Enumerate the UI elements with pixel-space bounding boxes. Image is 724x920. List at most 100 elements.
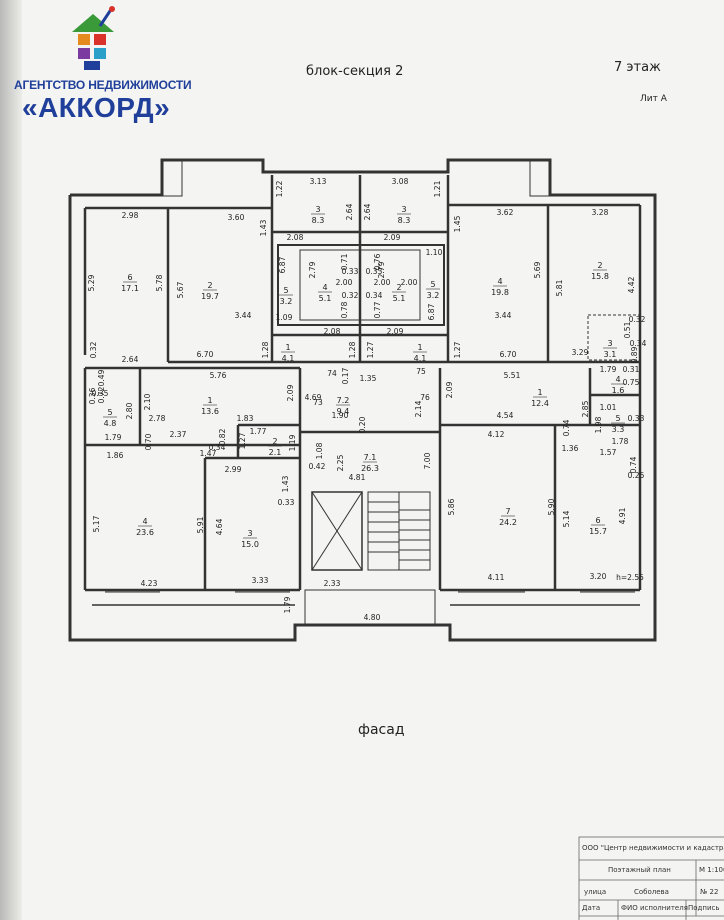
dimension-label: 0.33 <box>628 414 645 423</box>
room-area: 24.2 <box>499 518 517 527</box>
dimension-label: 0.32 <box>342 291 359 300</box>
dimension-label: 0.42 <box>309 462 326 471</box>
room-area: 8.3 <box>398 216 411 225</box>
dimension-label: 3.44 <box>495 311 512 320</box>
dimension-label: 0.20 <box>358 416 367 433</box>
room-area: 4.1 <box>282 354 295 363</box>
room-area: 23.6 <box>136 528 154 537</box>
dimension-label: 0.35 <box>92 389 109 398</box>
room-area: 15.8 <box>591 272 609 281</box>
room-area: 3.2 <box>427 291 440 300</box>
facade-label: фасад <box>358 722 405 738</box>
dimension-label: 5.81 <box>555 279 564 296</box>
dimension-label: 1.35 <box>360 374 377 383</box>
dimension-label: 0.25 <box>628 471 645 480</box>
room-area: 19.7 <box>201 292 219 301</box>
dimension-label: 5.14 <box>562 510 571 527</box>
dimension-label: 2.80 <box>125 402 134 419</box>
dimension-label: 75 <box>416 367 426 376</box>
dimension-label: 2.10 <box>143 393 152 410</box>
dimension-label: 2.64 <box>345 203 354 220</box>
dimension-label: 1.43 <box>281 475 290 492</box>
dimension-label: 1.27 <box>453 341 462 358</box>
dimension-label: 0.76 <box>373 253 382 270</box>
dimension-label: 0.34 <box>366 291 383 300</box>
dimension-label: 2.79 <box>308 261 317 278</box>
room-area: 3.3 <box>612 425 625 434</box>
dimension-label: 3.28 <box>592 208 609 217</box>
dimension-label: 5.69 <box>533 261 542 278</box>
logo-title: «АККОРД» <box>22 92 171 123</box>
dimension-label: 6.70 <box>500 350 517 359</box>
dimension-label: 1.27 <box>366 341 375 358</box>
dimension-label: 1.22 <box>275 180 284 197</box>
stamp-house: № 22 <box>700 888 719 896</box>
dimension-label: 4.42 <box>627 276 636 293</box>
room-area: 1.6 <box>612 386 625 395</box>
room-number: 5 <box>615 414 620 423</box>
lit-label: Лит А <box>640 94 667 104</box>
dimension-label: h=2.55 <box>616 573 644 582</box>
dimension-label: 1.28 <box>348 341 357 358</box>
room-number: 4 <box>497 277 502 286</box>
room-number: 7 <box>505 507 510 516</box>
room-area: 12.4 <box>531 399 549 408</box>
room-number: 3 <box>247 529 252 538</box>
dimension-label: 76 <box>420 393 430 402</box>
room-area: 4.1 <box>414 354 427 363</box>
dimension-label: 4.64 <box>215 518 224 535</box>
stamp-street: Соболева <box>634 888 669 896</box>
dimension-label: 1.19 <box>288 434 297 451</box>
dimension-label: 2.99 <box>225 465 242 474</box>
room-area: 5.1 <box>319 294 332 303</box>
room-number: 3 <box>315 205 320 214</box>
dimension-label: 0.32 <box>89 341 98 358</box>
dimension-label: 5.91 <box>196 516 205 533</box>
dimension-label: 1.36 <box>562 444 579 453</box>
logo-subtitle: АГЕНТСТВО НЕДВИЖИМОСТИ <box>14 78 192 92</box>
dimension-label: 1.27 <box>238 432 247 449</box>
room-number: 2 <box>207 281 212 290</box>
dimension-label: 2.64 <box>122 355 139 364</box>
stamp-scale: М 1:100 <box>699 866 724 874</box>
dimension-label: 5.51 <box>504 371 521 380</box>
room-area: 5.1 <box>393 294 406 303</box>
dimension-label: 2.33 <box>324 579 341 588</box>
dimension-label: 74 <box>327 369 337 378</box>
dimension-label: 2.79 <box>377 261 386 278</box>
room-number: 7.2 <box>337 396 350 405</box>
dimension-label: 3.62 <box>497 208 514 217</box>
dimension-label: 3.13 <box>310 177 327 186</box>
dimension-label: 2.09 <box>387 327 404 336</box>
dimension-label: 5.29 <box>87 274 96 291</box>
dimension-label: 0.33 <box>342 267 359 276</box>
dimension-label: 0.89 <box>630 346 639 363</box>
dimension-label: 1.79 <box>105 433 122 442</box>
room-area: 15.0 <box>241 540 259 549</box>
room-area: 9.4 <box>337 407 350 416</box>
dimension-label: 0.70 <box>144 433 153 450</box>
room-number: 2 <box>597 261 602 270</box>
room-area: 19.8 <box>491 288 509 297</box>
room-number: 4 <box>142 517 147 526</box>
dimension-label: 2.09 <box>286 384 295 401</box>
dimension-label: 5.78 <box>155 274 164 291</box>
dimension-label: 0.78 <box>340 301 349 318</box>
dimension-label: 0.33 <box>278 498 295 507</box>
dimension-label: 0.49 <box>97 369 106 386</box>
dimension-label: 2.00 <box>401 278 418 287</box>
agency-logo: АГЕНТСТВО НЕДВИЖИМОСТИ «АККОРД» <box>8 6 192 126</box>
dimension-label: 0.75 <box>623 378 640 387</box>
room-number: 3 <box>607 339 612 348</box>
dimension-label: 1.09 <box>276 313 293 322</box>
dimension-label: 0.36 <box>88 387 97 404</box>
dimension-label: 2.09 <box>445 381 454 398</box>
dimension-label: 2.85 <box>581 400 590 417</box>
dimension-label: 4.69 <box>305 393 322 402</box>
dimension-label: 0.17 <box>341 367 350 384</box>
dimension-label: 3.60 <box>228 213 245 222</box>
dimension-label: 0.34 <box>209 443 226 452</box>
scan-shadow <box>0 0 22 920</box>
dimension-label: 1.90 <box>332 411 349 420</box>
